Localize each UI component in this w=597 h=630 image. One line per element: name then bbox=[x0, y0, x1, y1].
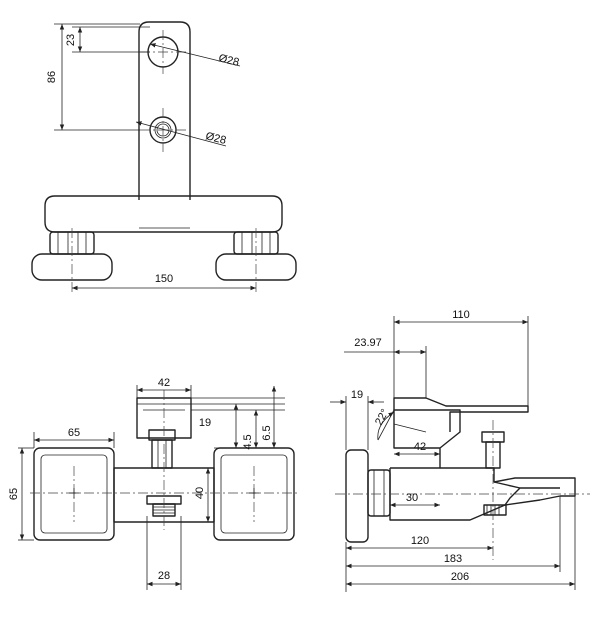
dim-19-side: 19 bbox=[351, 389, 363, 401]
dim-42-side: 42 bbox=[414, 441, 426, 453]
dim-30: 30 bbox=[406, 492, 418, 504]
dim-diameter-upper: Ø28 bbox=[217, 52, 240, 69]
dim-120: 120 bbox=[411, 535, 429, 547]
dim-110: 110 bbox=[452, 309, 470, 321]
dim-6-5: 6.5 bbox=[261, 425, 273, 440]
dim-40: 40 bbox=[194, 487, 206, 499]
connector-nut bbox=[367, 469, 391, 517]
dim-65-width: 65 bbox=[68, 427, 80, 439]
dim-183: 183 bbox=[444, 553, 462, 565]
mounting-plate bbox=[138, 21, 191, 200]
dim-19-front: 19 bbox=[199, 417, 211, 429]
dim-150: 150 bbox=[155, 273, 173, 285]
dim-diameter-lower: Ø28 bbox=[204, 130, 227, 147]
dim-angle-22: 22° bbox=[373, 407, 391, 427]
side-body bbox=[390, 409, 461, 469]
dim-28: 28 bbox=[158, 570, 170, 582]
dim-65-height: 65 bbox=[8, 488, 20, 500]
dim-42: 42 bbox=[158, 377, 170, 389]
wall-flange bbox=[345, 449, 369, 543]
dim-23-97: 23.97 bbox=[354, 337, 382, 349]
side-view: 110 23.97 19 22° 42 30 120 183 bbox=[330, 309, 590, 592]
handle-lever bbox=[393, 397, 529, 432]
top-view: 23 86 Ø28 Ø28 150 bbox=[31, 21, 297, 292]
crossbar bbox=[44, 195, 283, 233]
dim-206: 206 bbox=[451, 571, 469, 583]
spout bbox=[493, 477, 576, 506]
dim-86: 86 bbox=[46, 71, 58, 83]
front-view: 42 65 65 19 4.5 6.5 40 28 bbox=[8, 377, 300, 590]
dim-4-5: 4.5 bbox=[242, 434, 254, 449]
dim-23: 23 bbox=[65, 34, 77, 46]
